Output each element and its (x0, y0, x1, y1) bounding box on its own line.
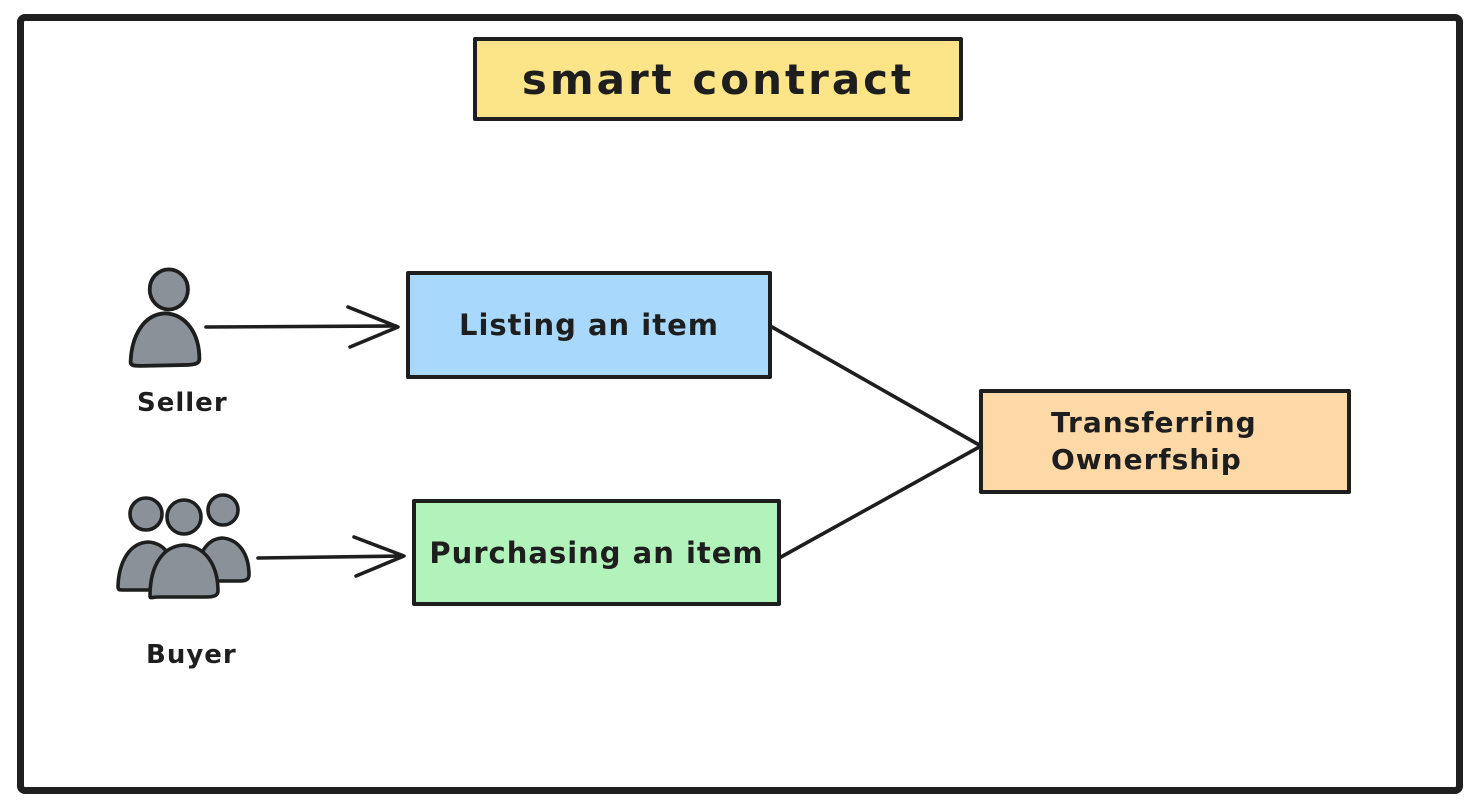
node-purchasing-label: Purchasing an item (429, 535, 764, 570)
node-listing-an-item: Listing an item (406, 271, 772, 379)
seller-label: Seller (137, 388, 228, 418)
seller-person-icon (122, 266, 208, 374)
diagram-border-frame (17, 14, 1463, 794)
node-transferring-ownership: Transferring Ownerfship (979, 389, 1351, 494)
node-listing-label: Listing an item (459, 308, 719, 342)
node-transferring-label: Transferring Ownerfship (1051, 405, 1257, 476)
diagram-title: smart contract (521, 54, 915, 104)
buyer-people-group-icon (110, 491, 262, 604)
node-purchasing-an-item: Purchasing an item (412, 499, 781, 606)
title-box: smart contract (473, 37, 963, 121)
buyer-label: Buyer (146, 640, 237, 670)
